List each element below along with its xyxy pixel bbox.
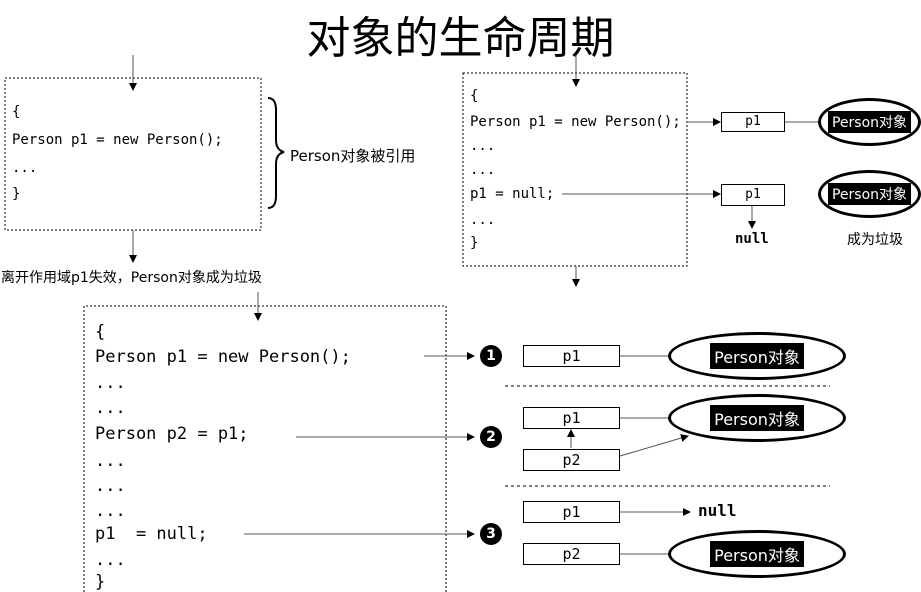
scope-label: 离开作用域p1失效，Person对象成为垃圾 [1, 270, 262, 286]
panel-b-line-2: Person p1 = new Person(); [470, 114, 681, 130]
step3-ref-p1: p1 [523, 501, 620, 523]
panel-b-object-live: Person对象 [818, 98, 921, 146]
step-1-marker: 1 [480, 345, 502, 367]
step2-object: Person对象 [668, 394, 846, 442]
panel-a-frame [4, 77, 262, 231]
panel-c-line-9: p1 = null; [95, 524, 208, 544]
panel-c-line-1: { [95, 322, 106, 342]
panel-a-line-3: ... [12, 160, 38, 176]
diagram-title: 对象的生命周期 [306, 13, 615, 64]
step-3-marker: 3 [480, 523, 502, 545]
panel-c-line-4: ... [95, 398, 126, 418]
panel-c-line-8: ... [95, 501, 126, 521]
panel-a-brace [267, 97, 285, 209]
step3-null-text: null [698, 501, 737, 520]
panel-c-line-6: ... [95, 451, 126, 471]
panel-c-line-3: ... [95, 373, 126, 393]
panel-b-ref-p1-live: p1 [721, 112, 785, 132]
step1-object-label: Person对象 [710, 343, 804, 369]
panel-b-line-4: ... [470, 162, 496, 178]
step2-object-label: Person对象 [710, 405, 804, 431]
panel-b-line-3: ... [470, 138, 496, 154]
panel-c-line-2: Person p1 = new Person(); [95, 347, 351, 367]
step1-ref-p1: p1 [523, 345, 620, 367]
panel-b-line-6: ... [470, 212, 496, 228]
panel-a-line-4: } [12, 186, 21, 202]
panel-b-line-1: { [470, 88, 479, 104]
step2-ref-p1: p1 [523, 407, 620, 429]
step1-object: Person对象 [668, 332, 846, 380]
panel-b-null-text: null [735, 231, 769, 247]
panel-a-line-2: Person p1 = new Person(); [12, 132, 223, 148]
step-2-marker: 2 [480, 426, 502, 448]
panel-b-ref-p1-null: p1 [721, 184, 785, 206]
step3-object: Person对象 [668, 530, 846, 578]
panel-c-line-11: } [95, 572, 106, 592]
panel-c-line-5: Person p2 = p1; [95, 424, 249, 444]
step3-object-label: Person对象 [710, 541, 804, 567]
panel-b-object-garbage: Person对象 [818, 170, 921, 218]
step3-ref-p2: p2 [523, 543, 620, 565]
panel-b-line-5: p1 = null; [470, 186, 555, 202]
panel-b-object-garbage-label: Person对象 [827, 183, 912, 205]
panel-b-frame [462, 72, 688, 267]
step2-p2-object-arrow [619, 434, 689, 457]
garbage-label: 成为垃圾 [847, 232, 903, 248]
panel-c-line-10: ... [95, 550, 126, 570]
panel-b-object-live-label: Person对象 [827, 111, 912, 133]
panel-c-line-7: ... [95, 476, 126, 496]
panel-b-line-7: } [470, 235, 479, 251]
panel-a-line-1: { [12, 104, 21, 120]
brace-label: Person对象被引用 [290, 147, 416, 165]
step2-ref-p2: p2 [523, 449, 620, 471]
